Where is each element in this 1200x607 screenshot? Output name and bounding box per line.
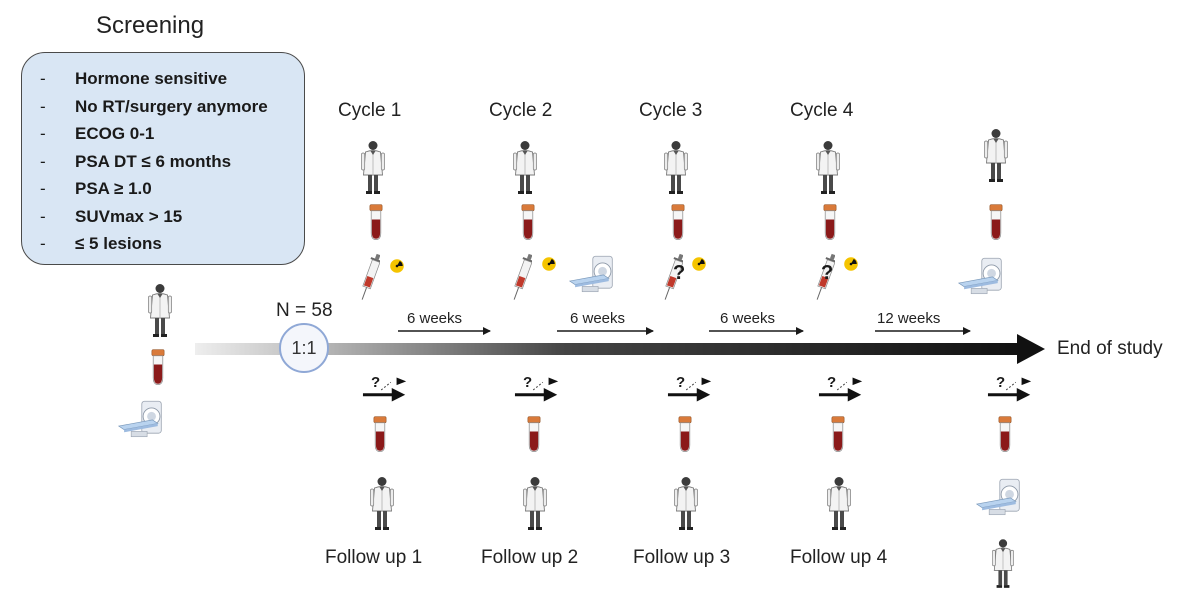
radiation-icon xyxy=(844,257,858,271)
progression-arrow-icon xyxy=(362,375,408,403)
follow-up-label: Follow up 4 xyxy=(790,547,888,568)
doctor-icon xyxy=(674,476,698,531)
question-mark: ? xyxy=(371,374,381,391)
blood-tube-icon xyxy=(678,416,692,453)
radiation-icon xyxy=(390,259,404,273)
criteria-list: - Hormone sensitive - No RT/surgery anymor… xyxy=(22,53,304,258)
question-mark: ? xyxy=(827,374,837,391)
progression-arrow-icon xyxy=(667,375,713,403)
syringe-icon xyxy=(512,252,532,303)
criteria-text: Hormone sensitive xyxy=(75,69,228,88)
doctor-icon xyxy=(361,140,385,195)
blood-tube-icon xyxy=(989,204,1003,241)
end-of-study-label: End of study xyxy=(1057,338,1163,359)
doctor-icon xyxy=(816,140,840,195)
ct-scanner-icon xyxy=(118,400,162,438)
interval-label: 6 weeks xyxy=(570,310,626,327)
criteria-item: - ≤ 5 lesions xyxy=(40,230,304,258)
doctor-icon xyxy=(992,538,1014,589)
cycle-label: Cycle 2 xyxy=(489,100,553,121)
criteria-text: No RT/surgery anymore xyxy=(75,96,268,116)
criteria-item: - Hormone sensitive xyxy=(40,65,304,93)
bullet-dash: - xyxy=(40,206,46,226)
ct-scanner-icon xyxy=(569,255,613,293)
doctor-icon xyxy=(370,476,394,531)
cycle-label: Cycle 3 xyxy=(639,100,703,121)
blood-tube-icon xyxy=(831,416,845,453)
criteria-item: - PSA ≥ 1.0 xyxy=(40,175,304,203)
criteria-text: SUVmax > 15 xyxy=(75,206,183,226)
doctor-icon xyxy=(984,128,1008,183)
bullet-dash: - xyxy=(40,234,46,253)
question-mark: ? xyxy=(996,374,1006,391)
criteria-text: PSA ≥ 1.0 xyxy=(75,179,152,198)
bullet-dash: - xyxy=(40,124,46,143)
criteria-text: ≤ 5 lesions xyxy=(75,234,162,253)
blood-tube-icon xyxy=(671,204,685,241)
criteria-text: PSA DT ≤ 6 months xyxy=(75,151,232,171)
cycle-label: Cycle 4 xyxy=(790,100,854,121)
follow-up-label: Follow up 1 xyxy=(325,547,423,568)
blood-tube-icon xyxy=(521,204,535,241)
ct-scanner-icon xyxy=(976,478,1020,516)
blood-tube-icon xyxy=(527,416,541,453)
screening-criteria-box: - Hormone sensitive - No RT/surgery anymor… xyxy=(21,52,305,265)
question-mark: ? xyxy=(676,374,686,391)
timeline-bar xyxy=(195,343,1020,355)
question-mark: ? xyxy=(821,262,834,284)
blood-tube-icon xyxy=(823,204,837,241)
follow-up-label: Follow up 3 xyxy=(633,547,731,568)
radiation-icon xyxy=(692,257,706,271)
bullet-dash: - xyxy=(40,179,46,198)
syringe-icon xyxy=(360,252,380,303)
criteria-item: - ECOG 0-1 xyxy=(40,120,304,148)
randomization-ratio: 1:1 xyxy=(291,337,317,358)
sample-size-label: N = 58 xyxy=(276,300,333,321)
blood-tube-icon xyxy=(151,349,165,386)
question-mark: ? xyxy=(523,374,533,391)
progression-arrow-icon xyxy=(818,375,864,403)
criteria-item: - SUVmax > 15 xyxy=(40,203,304,231)
doctor-icon xyxy=(664,140,688,195)
timeline-arrowhead xyxy=(1017,334,1045,364)
blood-tube-icon xyxy=(369,204,383,241)
follow-up-label: Follow up 2 xyxy=(481,547,579,568)
interval-label: 6 weeks xyxy=(720,310,776,327)
cycle-label: Cycle 1 xyxy=(338,100,402,121)
randomization-circle: 1:1 xyxy=(279,323,329,373)
progression-arrow-icon xyxy=(514,375,560,403)
doctor-icon xyxy=(827,476,851,531)
interval-label: 6 weeks xyxy=(407,310,463,327)
doctor-icon xyxy=(148,283,172,338)
blood-tube-icon xyxy=(373,416,387,453)
criteria-item: - No RT/surgery anymore xyxy=(40,93,304,121)
screening-title: Screening xyxy=(96,12,205,39)
doctor-icon xyxy=(513,140,537,195)
criteria-text: ECOG 0-1 xyxy=(75,124,155,143)
doctor-icon xyxy=(523,476,547,531)
bullet-dash: - xyxy=(40,96,46,116)
interval-label: 12 weeks xyxy=(877,310,941,327)
blood-tube-icon xyxy=(998,416,1012,453)
bullet-dash: - xyxy=(40,69,46,88)
bullet-dash: - xyxy=(40,151,46,171)
radiation-icon xyxy=(542,257,556,271)
criteria-item: - PSA DT ≤ 6 months xyxy=(40,148,304,176)
progression-arrow-icon xyxy=(987,375,1033,403)
question-mark: ? xyxy=(673,262,686,284)
ct-scanner-icon xyxy=(958,257,1002,295)
